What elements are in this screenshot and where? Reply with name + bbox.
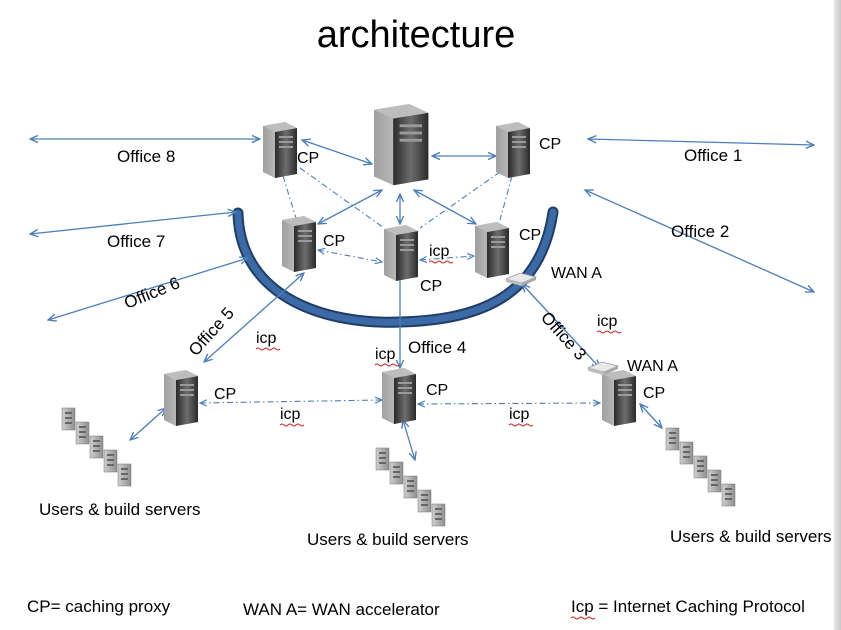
icp-link-mc-mr: [420, 256, 474, 260]
core-server-icon: [374, 104, 429, 186]
cp-label-mid-left: CP: [323, 233, 345, 250]
server-bottom-center-icon: [382, 368, 416, 424]
cp-label-mid-right: CP: [519, 227, 541, 244]
server-top-left-icon: [263, 122, 297, 178]
office4-label: Office 4: [408, 338, 466, 357]
office8-label: Office 8: [117, 147, 175, 166]
legend-wan: WAN A= WAN accelerator: [243, 600, 440, 619]
cp-label-mid-center: CP: [420, 278, 442, 295]
office6-label: Office 6: [121, 273, 182, 312]
cp-label-bottom-center: CP: [426, 382, 448, 399]
icp-label-bottom-left: icp: [280, 406, 301, 423]
icp-label-left: icp: [256, 330, 277, 347]
link-top-left-core: [302, 140, 372, 164]
users-link-left: [130, 408, 166, 440]
office5-link: [204, 273, 304, 362]
office1-link: [588, 139, 814, 145]
cp-label-bottom-right: CP: [643, 385, 665, 402]
cp-label-bottom-left: CP: [214, 386, 236, 403]
icp-label-bottom-right: icp: [509, 406, 530, 423]
cp-label-top-left: CP: [297, 150, 319, 167]
server-rack-right-icon: [665, 427, 736, 507]
icp-label-right: icp: [597, 313, 618, 330]
office2-link: [585, 190, 814, 292]
cp-label-top-right: CP: [539, 136, 561, 153]
office7-link: [30, 212, 236, 234]
users-link-center: [403, 420, 415, 460]
icp-link-tr-mr: [499, 175, 513, 221]
office6-link: [48, 258, 248, 320]
server-mid-center-icon: [384, 225, 418, 281]
server-mid-right-icon: [475, 222, 509, 278]
link-core-mid-right: [414, 190, 476, 224]
icp-label-center: icp: [375, 346, 396, 363]
server-bottom-right-icon: [602, 370, 636, 426]
office3-label: Office 3: [537, 308, 590, 364]
office7-label: Office 7: [107, 232, 165, 251]
users-link-right: [640, 404, 662, 428]
icp-link-bottom-left: [200, 400, 382, 403]
icp-link-tl-mc: [299, 167, 385, 229]
icp-link-tl-ml: [282, 175, 297, 219]
legend-cp: CP= caching proxy: [27, 597, 171, 616]
server-rack-left-icon: [61, 407, 132, 487]
server-rack-center-icon: [375, 447, 446, 527]
wan-a-label-bottom: WAN A: [627, 358, 678, 375]
icp-label-top: icp: [429, 243, 450, 260]
server-mid-left-icon: [282, 216, 316, 272]
office1-label: Office 1: [684, 146, 742, 165]
icp-link-tr-mc: [419, 171, 501, 229]
legend-icp: Icp = Internet Caching Protocol: [571, 597, 805, 616]
office2-label: Office 2: [671, 222, 729, 241]
server-bottom-left-icon: [164, 370, 198, 426]
icp-link-bottom-right: [418, 403, 600, 404]
users-label-left: Users & build servers: [39, 500, 201, 519]
slide-edge: [834, 0, 841, 630]
server-top-right-icon: [496, 122, 530, 178]
office3-link: [522, 284, 600, 368]
office5-label: Office 5: [185, 304, 238, 360]
link-core-mid-left: [318, 190, 382, 224]
users-label-right: Users & build servers: [670, 527, 832, 546]
diagram-title: architecture: [317, 14, 516, 56]
users-label-center: Users & build servers: [307, 530, 469, 549]
wan-a-label-top: WAN A: [551, 265, 602, 282]
icp-link-ml-mc: [318, 250, 382, 262]
